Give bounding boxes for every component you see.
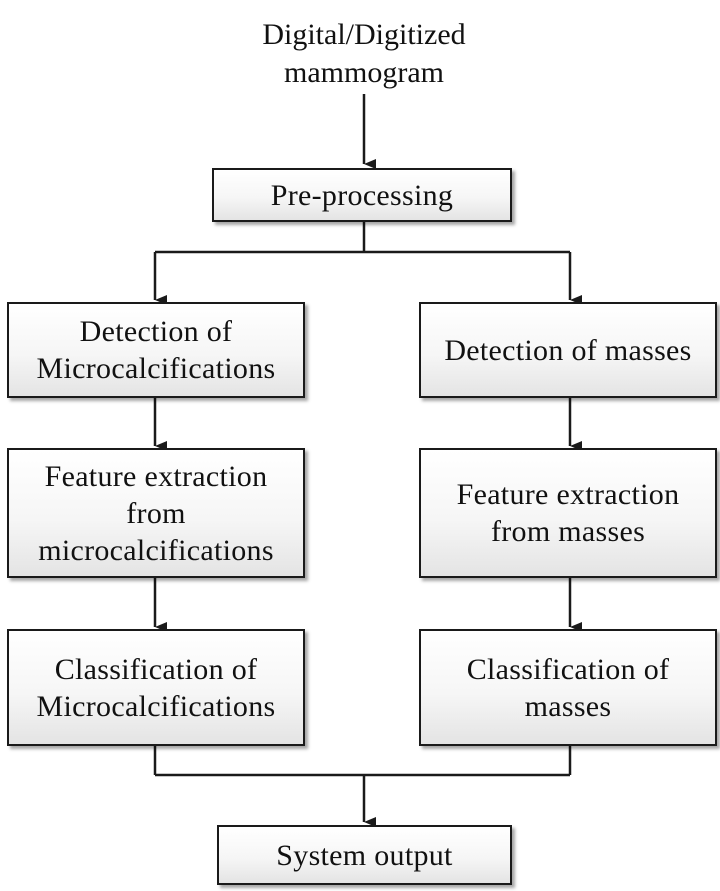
input-label-line2: mammogram [284, 56, 444, 89]
right-classification-line1: Classification of [466, 652, 670, 686]
output-box: System output [217, 825, 512, 885]
left-detection-line2: Microcalcifications [36, 352, 276, 385]
right-feature-line2: from masses [490, 515, 646, 548]
left-classification-line1: Classification of [54, 652, 258, 686]
input-label-line1: Digital/Digitized [262, 18, 466, 51]
input-label: Digital/Digitized mammogram [170, 16, 558, 92]
left-detection-box: Detection of Microcalcifications [7, 302, 305, 398]
left-classification-box: Classification of Microcalcifications [7, 629, 305, 746]
left-feature-box: Feature extraction from microcalcificati… [7, 448, 305, 578]
left-feature-line2: from [126, 496, 186, 530]
right-feature-line1: Feature extraction [456, 478, 680, 511]
right-feature-box: Feature extraction from masses [419, 448, 717, 578]
preprocessing-box: Pre-processing [212, 168, 512, 222]
right-detection-box: Detection of masses [419, 302, 717, 398]
left-classification-line2: Microcalcifications [36, 689, 276, 723]
right-classification-line2: masses [524, 689, 612, 723]
left-feature-line1: Feature extraction [44, 459, 268, 493]
preprocessing-label: Pre-processing [270, 178, 454, 212]
left-feature-line3: microcalcifications [38, 533, 274, 567]
right-detection-line1: Detection of masses [444, 333, 692, 367]
left-detection-line1: Detection of [79, 315, 233, 348]
right-classification-box: Classification of masses [419, 629, 717, 746]
output-label: System output [276, 838, 453, 872]
